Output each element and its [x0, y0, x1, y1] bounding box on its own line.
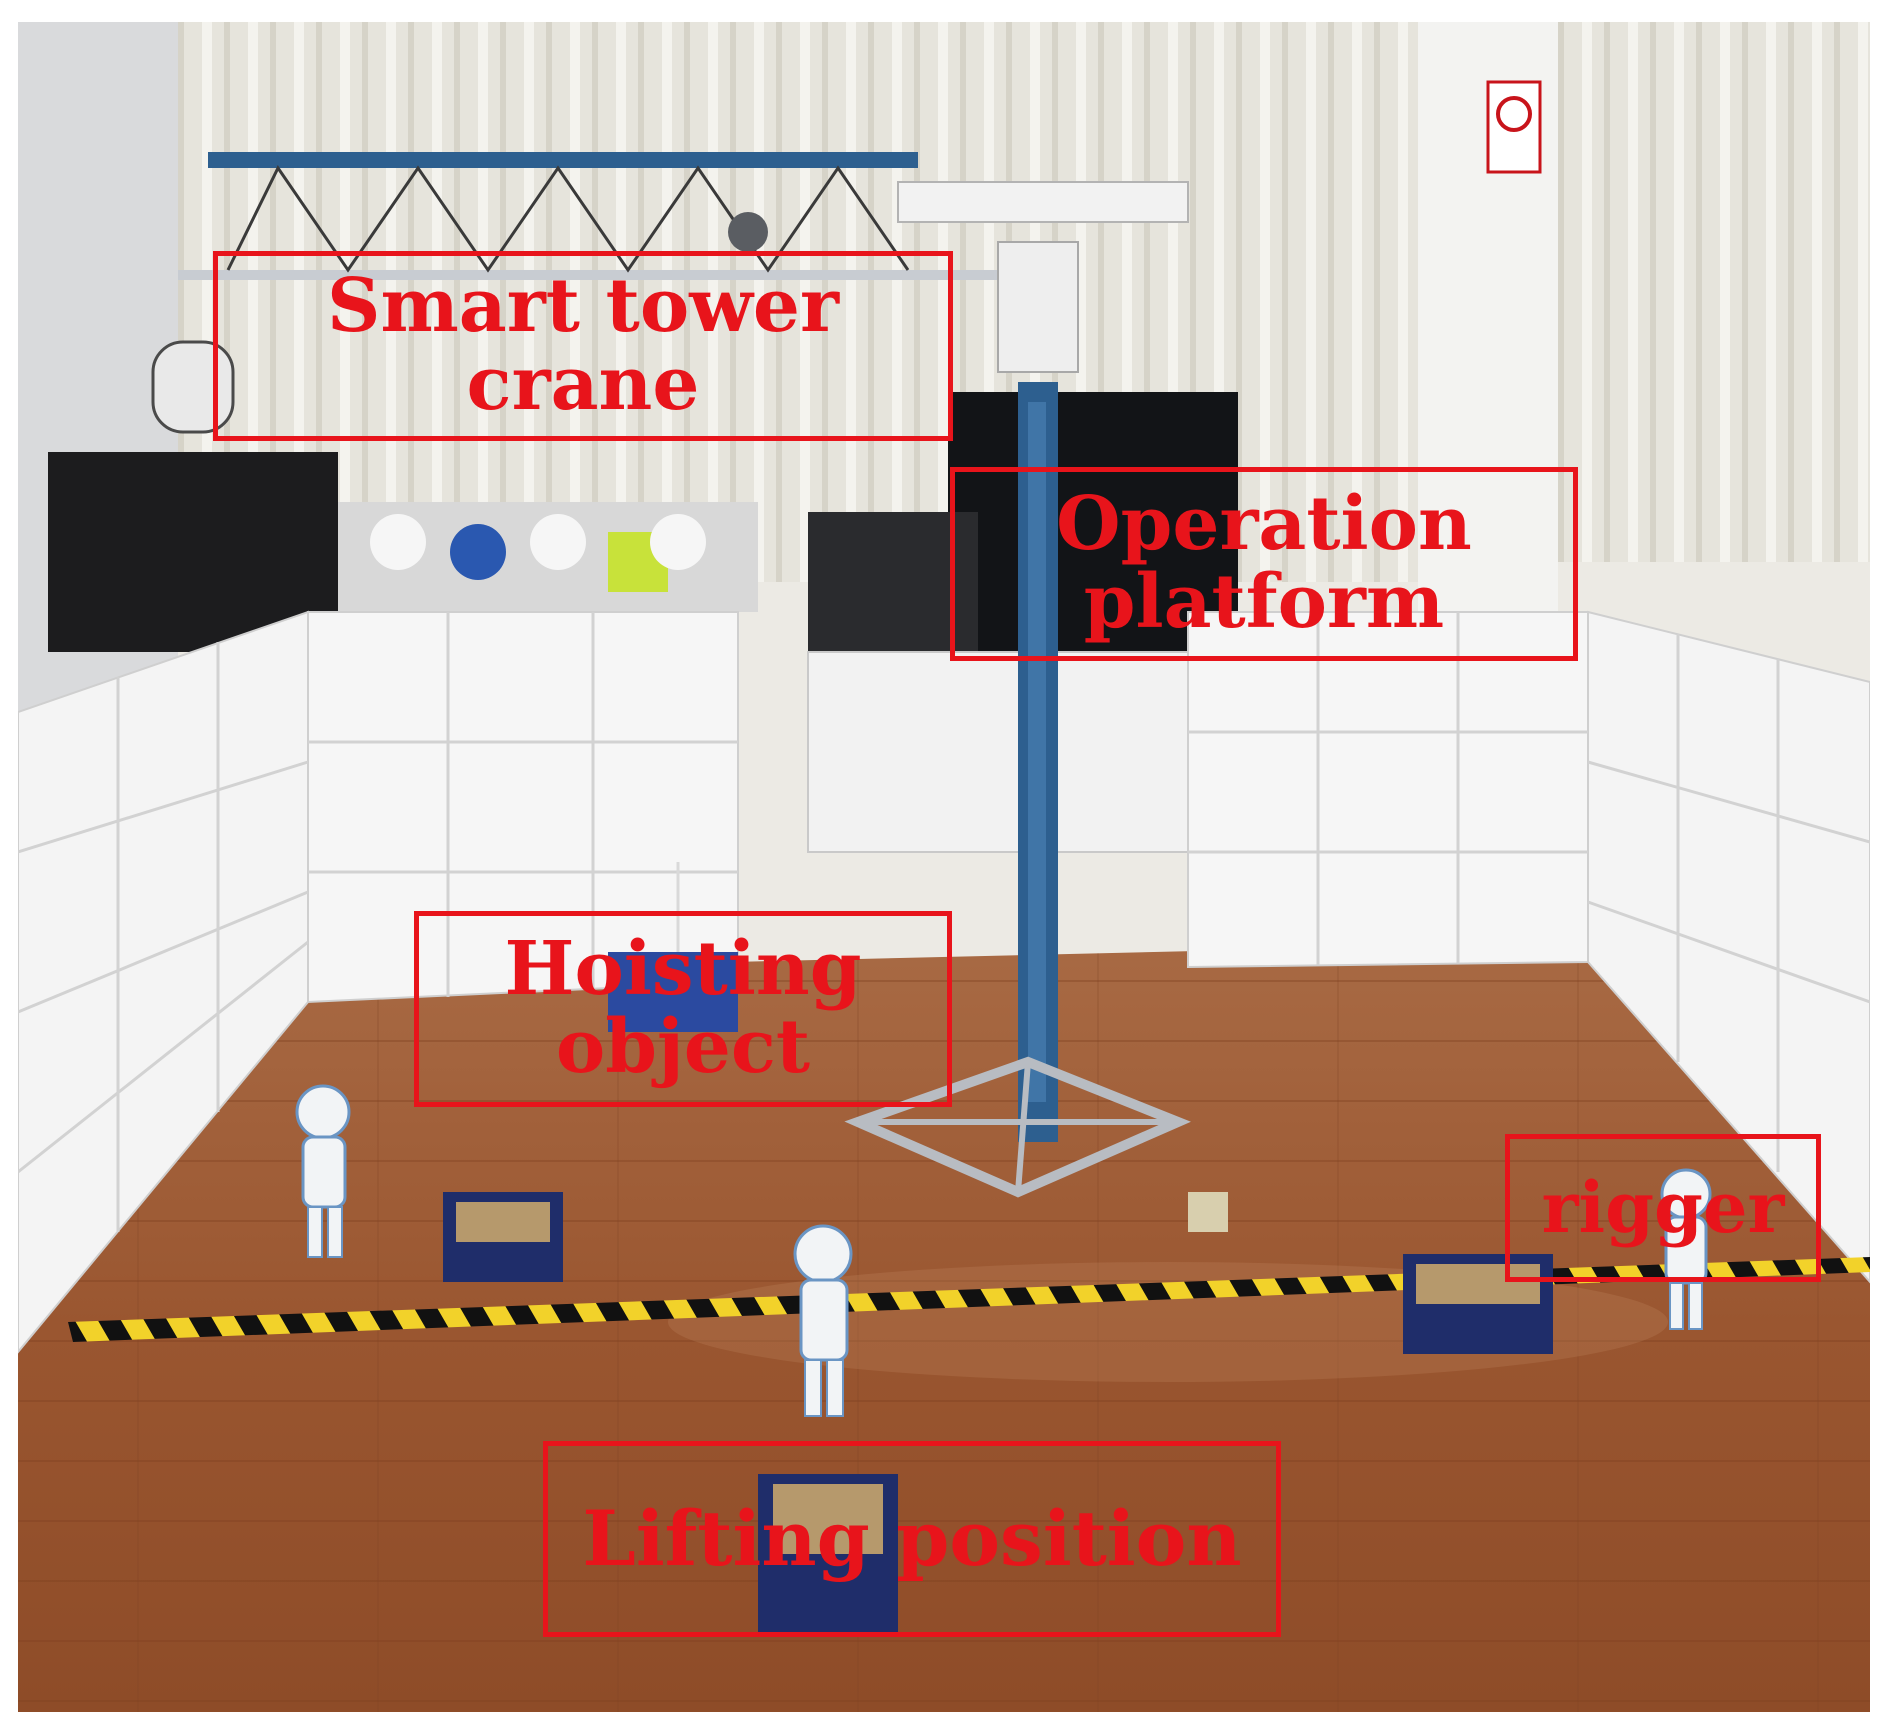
robot-center: [793, 1224, 853, 1417]
fence-back-right: [1187, 611, 1589, 969]
small-robot-toy: [1188, 1192, 1228, 1232]
fence-right: [1587, 610, 1870, 1284]
warning-sign-icon: [1496, 96, 1532, 132]
label-platform-line1: Operation: [1056, 481, 1472, 568]
crane-counter-jib: [897, 181, 1189, 223]
crane-jib-top: [208, 152, 918, 168]
black-monitor: [948, 392, 1238, 652]
label-rigger: rigger: [1505, 1134, 1821, 1282]
curtain-right: [1558, 22, 1870, 562]
label-crane-line1: Smart tower: [327, 263, 839, 350]
label-lifting-position: Lifting position: [543, 1441, 1281, 1637]
label-crane-line2: crane: [466, 341, 700, 427]
robot-left: [295, 1084, 351, 1258]
crane-cabin: [997, 241, 1079, 373]
label-operation-platform: Operation platform: [950, 467, 1578, 661]
hoisting-object-box: [608, 952, 738, 1032]
label-platform-line2: platform: [1083, 559, 1445, 645]
label-hoisting-object: Hoisting object: [414, 911, 952, 1107]
crane-jib-bottom: [178, 270, 998, 280]
label-object-line2: object: [555, 1004, 811, 1090]
scene-photo: [18, 22, 1870, 1712]
warning-sign: [1486, 80, 1542, 174]
label-smart-tower-crane: Smart tower crane: [213, 251, 953, 441]
robot-right: [1660, 1168, 1712, 1330]
label-rigger-text: rigger: [1541, 1166, 1785, 1250]
desk: [807, 651, 1199, 853]
crane-camera: [728, 212, 768, 252]
equipment-case: [808, 512, 978, 652]
label-lifting-text: Lifting position: [582, 1494, 1242, 1584]
label-object-line1: Hoisting: [504, 926, 862, 1013]
